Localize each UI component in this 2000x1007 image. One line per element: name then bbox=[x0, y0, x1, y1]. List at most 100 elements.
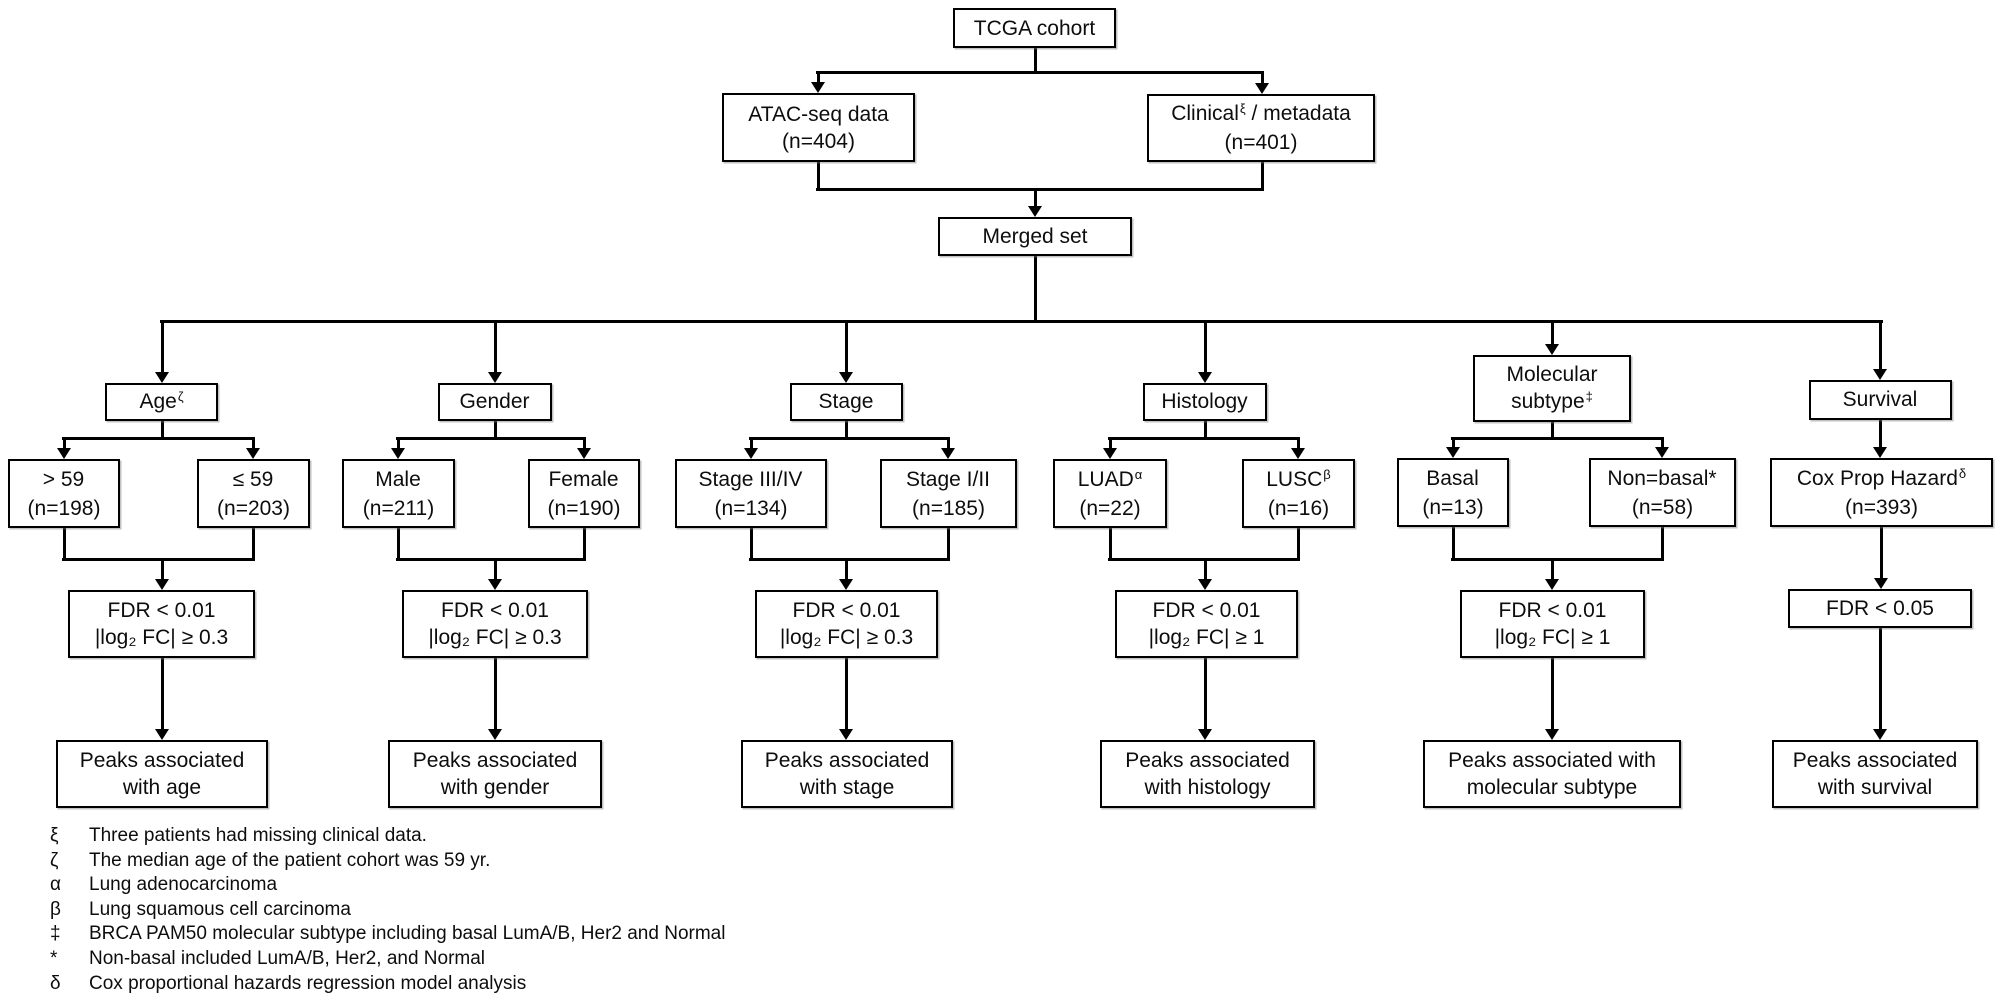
box-label-line2: (n=404) bbox=[782, 129, 855, 153]
arrowhead-icon bbox=[488, 729, 502, 740]
box-label-line1: ATAC-seq data bbox=[748, 102, 889, 126]
connector-line bbox=[160, 320, 1883, 323]
footnote-symbol: α bbox=[50, 874, 61, 896]
molecular-filter-box: FDR < 0.01 |log₂ FC| ≥ 1 bbox=[1460, 590, 1645, 658]
box-label-line2: (n=16) bbox=[1267, 496, 1330, 520]
connector-line bbox=[749, 558, 950, 561]
box-label-line2: |log₂ FC| ≥ 1 bbox=[1148, 626, 1265, 649]
box-label-line2: |log₂ FC| ≥ 0.3 bbox=[94, 626, 229, 649]
connector-line bbox=[1660, 527, 1664, 561]
box-label-line2: |log₂ FC| ≥ 0.3 bbox=[779, 626, 914, 649]
box-label-line1: FDR < 0.01 bbox=[792, 599, 901, 622]
footnote-row: *Non-basal included LumA/B, Her2, and No… bbox=[50, 947, 725, 972]
connector-line bbox=[1033, 256, 1037, 321]
atac-seq-box: ATAC-seq data (n=404) bbox=[722, 93, 915, 162]
stage-result-box: Peaks associated with stage bbox=[741, 740, 953, 808]
box-label-line2: with histology bbox=[1144, 776, 1271, 799]
box-label-line1: Peaks associated bbox=[764, 749, 930, 772]
box-label-line2: molecular subtype bbox=[1466, 776, 1638, 799]
box-label: Ageζ bbox=[139, 388, 184, 413]
footnote-row: α Lung adenocarcinoma bbox=[50, 873, 725, 898]
arrowhead-icon bbox=[155, 729, 169, 740]
connector-line bbox=[1878, 320, 1882, 370]
box-label-line1: Peaks associated with bbox=[1448, 749, 1656, 772]
box-label-line1: > 59 bbox=[42, 467, 85, 491]
connector-line bbox=[816, 71, 1264, 74]
box-label-line2: (n=134) bbox=[714, 496, 788, 520]
non-basal-box: Non=basal* (n=58) bbox=[1589, 458, 1736, 527]
stage-iii-iv-box: Stage III/IV (n=134) bbox=[675, 459, 827, 528]
connector-line bbox=[582, 528, 586, 561]
box-label-line2: with gender bbox=[440, 776, 550, 799]
superscript: β bbox=[1323, 466, 1331, 482]
footnote-symbol: ζ bbox=[50, 849, 59, 871]
arrowhead-icon bbox=[1874, 578, 1888, 589]
box-label-line1: LUADα bbox=[1077, 466, 1143, 491]
arrowhead-icon bbox=[1545, 579, 1559, 590]
connector-line bbox=[160, 421, 164, 440]
box-label-line1: Non=basal* bbox=[1607, 466, 1717, 490]
stage-i-ii-box: Stage I/II (n=185) bbox=[880, 459, 1017, 528]
arrowhead-icon bbox=[1198, 372, 1212, 383]
box-label-line2: (n=211) bbox=[362, 496, 435, 520]
arrowhead-icon bbox=[1198, 579, 1212, 590]
survival-category-box: Survival bbox=[1809, 380, 1952, 420]
connector-line bbox=[1451, 558, 1664, 561]
connector-line bbox=[1108, 437, 1112, 449]
footnote-text: Lung adenocarcinoma bbox=[89, 874, 278, 896]
box-label-line2: |log₂ FC| ≥ 1 bbox=[1494, 626, 1611, 649]
footnote-row: ‡BRCA PAM50 molecular subtype including … bbox=[50, 922, 725, 947]
histology-filter-box: FDR < 0.01 |log₂ FC| ≥ 1 bbox=[1115, 590, 1298, 658]
connector-line bbox=[749, 528, 753, 561]
connector-line bbox=[1296, 528, 1300, 561]
arrowhead-icon bbox=[1255, 83, 1269, 94]
connector-line bbox=[493, 658, 497, 730]
box-label-line1: Male bbox=[375, 467, 421, 491]
arrowhead-icon bbox=[1655, 447, 1669, 458]
lusc-box: LUSCβ (n=16) bbox=[1242, 459, 1355, 528]
box-label-line1: FDR < 0.01 bbox=[107, 599, 216, 622]
box-label-line1: Basal bbox=[1426, 466, 1479, 490]
connector-line bbox=[1203, 658, 1207, 730]
footnote-text: Lung squamous cell carcinoma bbox=[89, 898, 351, 920]
box-label-line1: Clinicalξ / metadata bbox=[1171, 101, 1351, 125]
arrowhead-icon bbox=[941, 448, 955, 459]
arrowhead-icon bbox=[1873, 447, 1887, 458]
arrowhead-icon bbox=[839, 729, 853, 740]
box-label-line1: Peaks associated bbox=[1792, 749, 1958, 772]
box-label-line2: (n=203) bbox=[217, 496, 290, 520]
arrowhead-icon bbox=[839, 579, 853, 590]
connector-line bbox=[749, 437, 753, 449]
box-label: Stage bbox=[818, 389, 874, 413]
connector-line bbox=[1203, 320, 1207, 373]
gender-category-box: Gender bbox=[438, 383, 552, 421]
connector-line bbox=[1550, 558, 1554, 580]
tcga-cohort-box: TCGA cohort bbox=[953, 8, 1116, 48]
box-label-line1: FDR < 0.01 bbox=[1152, 599, 1261, 622]
connector-line bbox=[493, 421, 497, 440]
gender-female-box: Female (n=190) bbox=[528, 459, 640, 528]
superscript: ζ bbox=[177, 388, 184, 404]
gender-filter-box: FDR < 0.01 |log₂ FC| ≥ 0.3 bbox=[402, 590, 588, 658]
histology-category-box: Histology bbox=[1143, 383, 1267, 421]
box-label-line1: Cox Prop Hazardδ bbox=[1796, 465, 1967, 490]
arrowhead-icon bbox=[391, 448, 405, 459]
connector-line bbox=[816, 162, 820, 188]
connector-line bbox=[396, 437, 400, 449]
connector-line bbox=[160, 658, 164, 730]
clinical-metadata-box: Clinicalξ / metadata (n=401) bbox=[1147, 94, 1375, 162]
connector-line bbox=[1550, 422, 1554, 440]
box-label-line2: (n=198) bbox=[27, 496, 101, 520]
connector-line bbox=[946, 437, 950, 449]
footnote-symbol: ξ bbox=[50, 825, 59, 846]
box-label-line1: LUSCβ bbox=[1266, 466, 1331, 491]
connector-line bbox=[1550, 658, 1554, 730]
connector-line bbox=[1878, 420, 1882, 448]
age-le59-box: ≤ 59 (n=203) bbox=[197, 459, 310, 528]
arrowhead-icon bbox=[577, 448, 591, 459]
arrowhead-icon bbox=[839, 372, 853, 383]
age-gt59-box: > 59 (n=198) bbox=[8, 459, 120, 528]
footnote-symbol: ‡ bbox=[50, 923, 61, 945]
